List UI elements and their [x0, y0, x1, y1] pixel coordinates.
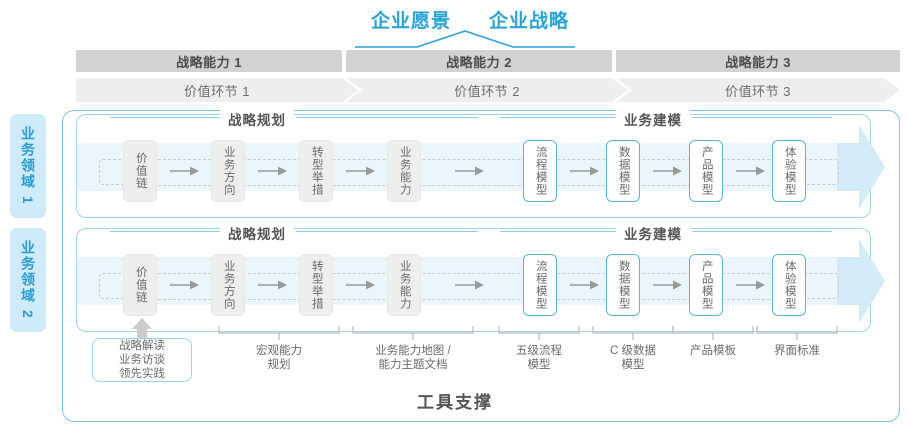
planning-title-2: 战略规划: [220, 223, 294, 243]
arrow-1-4: [455, 165, 485, 177]
arrow-2-1: [170, 279, 200, 291]
node-product-model-2[interactable]: 产品模型: [689, 254, 723, 316]
arrow-1-7: [736, 165, 766, 177]
arrow-1-3: [346, 165, 376, 177]
planning-rule-left-1: [110, 117, 220, 118]
bracket-product-template: [672, 326, 754, 340]
footnote-process-model: 五级流程 模型: [516, 345, 562, 371]
node-transformation-initiative-1[interactable]: 转型举措: [299, 140, 333, 202]
arrow-2-3: [346, 279, 376, 291]
node-product-model-1[interactable]: 产品模型: [689, 140, 723, 202]
node-process-model-1[interactable]: 流程模型: [523, 140, 557, 202]
footnote-capability-map: 业务能力地图 / 能力主题文档: [375, 345, 451, 371]
modeling-title-2: 业务建模: [616, 223, 690, 243]
bracket-ui-standard: [756, 326, 838, 340]
footnote-product-template: 产品模板: [690, 345, 736, 357]
modeling-rule-right-2: [692, 231, 832, 232]
node-data-model-1[interactable]: 数据模型: [606, 140, 640, 202]
dashed-track-top: [143, 273, 795, 274]
tool-box-strategy-interpretation[interactable]: 战略解读 业务访谈 领先实践: [92, 338, 192, 382]
capability-bar-2: 战略能力 2: [346, 50, 612, 72]
planning-rule-left-2: [110, 231, 220, 232]
arrow-2-5: [570, 279, 600, 291]
lane-flow-arrow: [837, 121, 885, 213]
domain-tab-2[interactable]: 业务领域 2: [10, 228, 46, 332]
node-data-model-2[interactable]: 数据模型: [606, 254, 640, 316]
planning-rule-right-1: [296, 117, 478, 118]
node-process-model-2[interactable]: 流程模型: [523, 254, 557, 316]
strategy-title: 企业战略: [489, 11, 570, 32]
up-arrow-icon: [130, 318, 154, 342]
arrow-1-6: [653, 165, 683, 177]
domain-tab-1[interactable]: 业务领域 1: [10, 114, 46, 218]
node-value-chain-1[interactable]: 价值链: [123, 140, 157, 202]
node-business-direction-1[interactable]: 业务方向: [211, 140, 245, 202]
lane-flow-arrow: [837, 235, 885, 327]
footer-title: 工具支撑: [417, 393, 493, 412]
node-value-chain-2[interactable]: 价值链: [123, 254, 157, 316]
capability-bar-1: 战略能力 1: [76, 50, 342, 72]
modeling-rule-left-1: [500, 117, 616, 118]
arrow-2-6: [653, 279, 683, 291]
capability-bar-3: 战略能力 3: [616, 50, 900, 72]
bracket-capability-map: [352, 326, 474, 340]
vision-title: 企业愿景: [371, 11, 452, 32]
title-connector-line: [355, 28, 575, 50]
dashed-track-top: [143, 159, 795, 160]
outer-frame: [62, 110, 900, 422]
node-business-direction-2[interactable]: 业务方向: [211, 254, 245, 316]
value-segment-bar-2: 价值环节 2: [346, 78, 628, 102]
bracket-process-model: [498, 326, 580, 340]
footnote-macro-capability: 宏观能力 规划: [256, 345, 302, 371]
arrow-2-7: [736, 279, 766, 291]
modeling-rule-left-2: [500, 231, 616, 232]
arrow-2-2: [258, 279, 288, 291]
footnote-ui-standard: 界面标准: [774, 345, 820, 357]
node-transformation-initiative-2[interactable]: 转型举措: [299, 254, 333, 316]
value-segment-bar-3: 价值环节 3: [616, 78, 900, 102]
arrow-1-5: [570, 165, 600, 177]
planning-rule-right-2: [296, 231, 478, 232]
dashed-track-bottom: [143, 185, 795, 186]
node-experience-model-2[interactable]: 体验模型: [772, 254, 806, 316]
planning-title-1: 战略规划: [220, 109, 294, 129]
bracket-macro-capability: [218, 326, 340, 340]
bracket-data-model: [592, 326, 674, 340]
node-business-capability-1[interactable]: 业务能力: [387, 140, 421, 202]
dashed-track-bottom: [143, 299, 795, 300]
modeling-title-1: 业务建模: [616, 109, 690, 129]
arrow-2-4: [455, 279, 485, 291]
modeling-rule-right-1: [692, 117, 832, 118]
node-experience-model-1[interactable]: 体验模型: [772, 140, 806, 202]
value-segment-bar-1: 价值环节 1: [76, 78, 358, 102]
node-business-capability-2[interactable]: 业务能力: [387, 254, 421, 316]
footnote-data-model: C 级数据 模型: [610, 345, 656, 371]
arrow-1-2: [258, 165, 288, 177]
arrow-1-1: [170, 165, 200, 177]
